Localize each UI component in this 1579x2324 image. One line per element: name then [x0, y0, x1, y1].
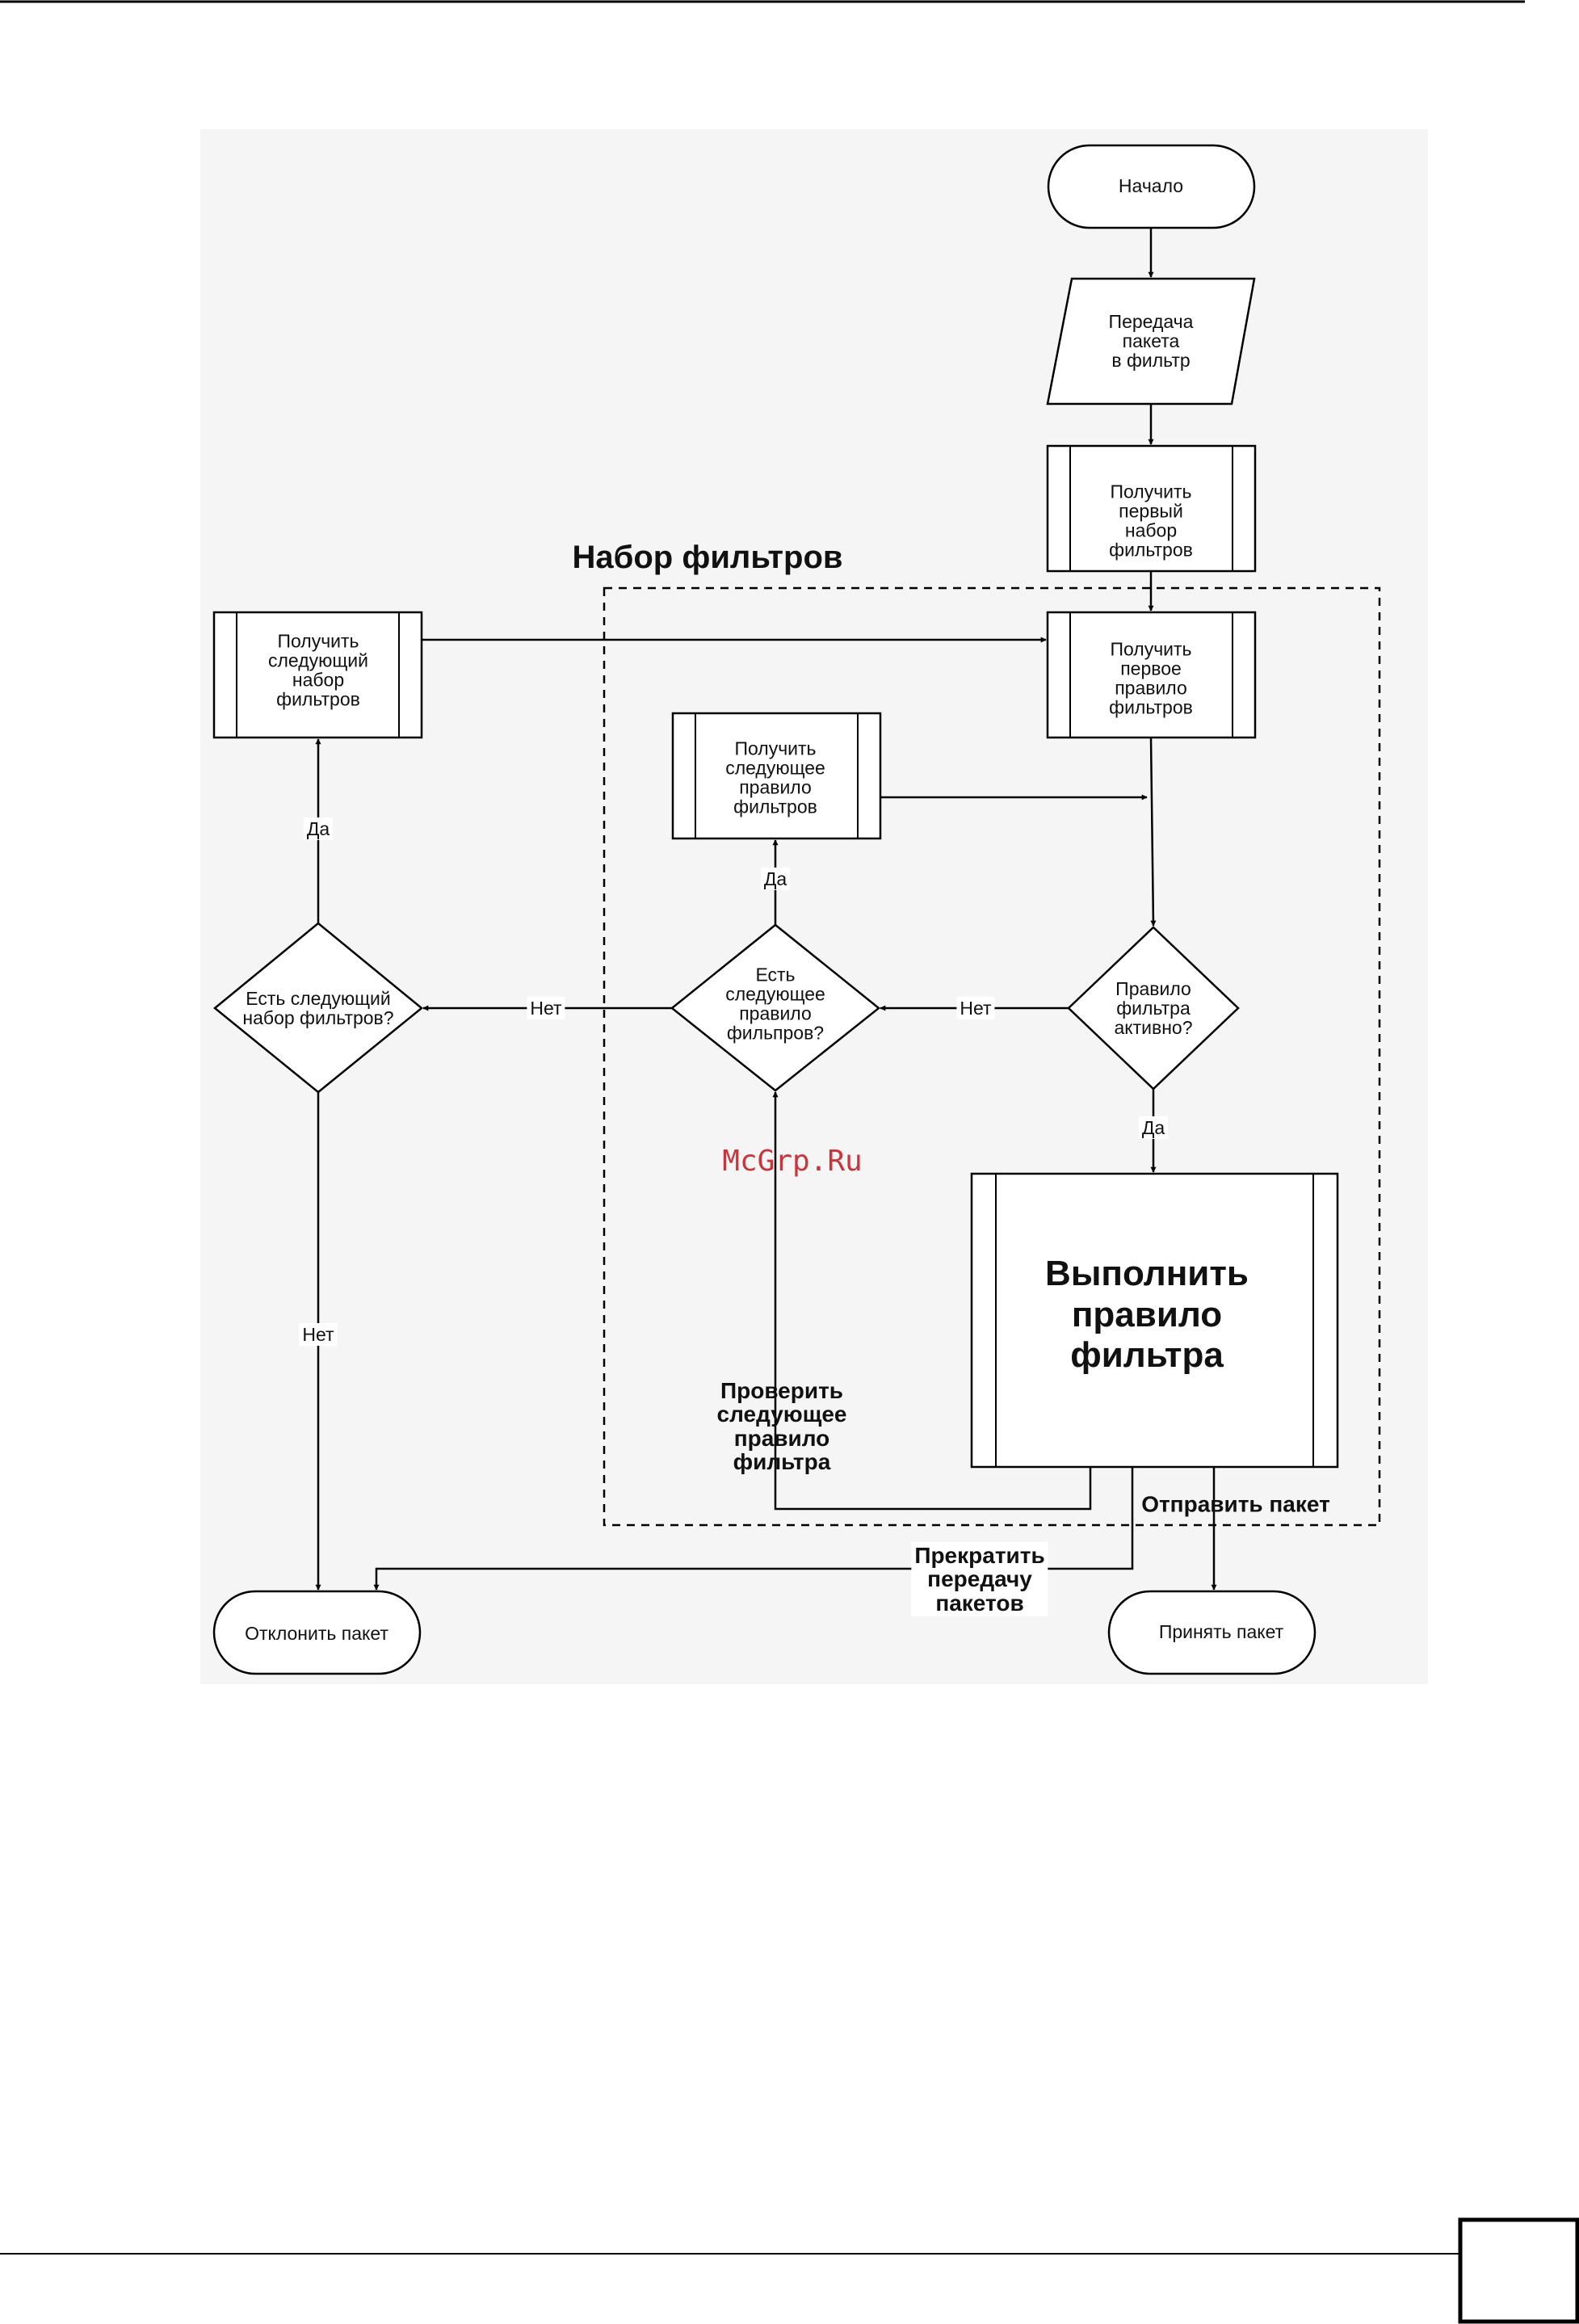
active-no-label: Нет	[956, 996, 995, 1020]
execute-rule-label: Выполнить правило фильтра	[1045, 1254, 1249, 1376]
reject-packet-terminator	[212, 1590, 422, 1675]
edge-check-next-rule	[772, 1091, 1092, 1511]
has-next-rule-label: Есть следующее правило фильпров?	[725, 964, 825, 1044]
get-first-set-label: Получить первый набор фильтров	[1109, 481, 1193, 561]
filter-set-frame	[603, 586, 1381, 1527]
get-first-set-shape	[1046, 444, 1257, 573]
accept-packet-terminator	[1107, 1590, 1317, 1675]
edge-first-rule-to-active	[1149, 737, 1157, 927]
stop-packets-label: Прекратить передачу пакетов	[911, 1541, 1048, 1617]
rule-yes-label: Да	[760, 867, 791, 891]
has-next-rule-decision	[670, 923, 880, 1092]
get-first-rule-shape	[1046, 611, 1257, 739]
page-number-box	[1458, 2217, 1579, 2324]
get-next-rule-shape	[671, 712, 882, 840]
start-label: Начало	[1118, 174, 1184, 196]
get-next-set-label: Получить следующий набор фильтров	[268, 630, 368, 711]
page-header-line	[0, 0, 1525, 3]
get-next-rule-label: Получить следующее правило фильтров	[725, 738, 825, 818]
execute-rule-shape	[970, 1172, 1339, 1469]
get-first-rule-label: Получить первое правило фильтров	[1109, 638, 1193, 719]
rule-to-set-no-label: Нет	[527, 996, 565, 1020]
pass-packet-shape	[1046, 277, 1256, 406]
get-next-set-shape	[212, 611, 423, 739]
watermark: McGrp.Ru	[722, 1145, 863, 1179]
has-next-set-label: Есть следующий набор фильтров?	[242, 987, 394, 1028]
pass-packet-label: Передача пакета в фильтр	[1108, 310, 1194, 372]
active-yes-label: Да	[1138, 1116, 1169, 1140]
edge-stop-packets	[373, 1467, 1134, 1591]
set-yes-label: Да	[303, 817, 334, 841]
send-packet-label: Отправить пакет	[1141, 1491, 1330, 1517]
reject-packet-label: Отклонить пакет	[245, 1622, 388, 1644]
accept-packet-label: Принять пакет	[1158, 1620, 1284, 1642]
rule-active-label: Правило фильтра активно?	[1114, 977, 1193, 1039]
filter-set-title: Набор фильтров	[572, 540, 843, 575]
set-no-label: Нет	[299, 1322, 338, 1347]
check-next-rule-label: Проверить следующее правило фильтра	[716, 1378, 847, 1475]
